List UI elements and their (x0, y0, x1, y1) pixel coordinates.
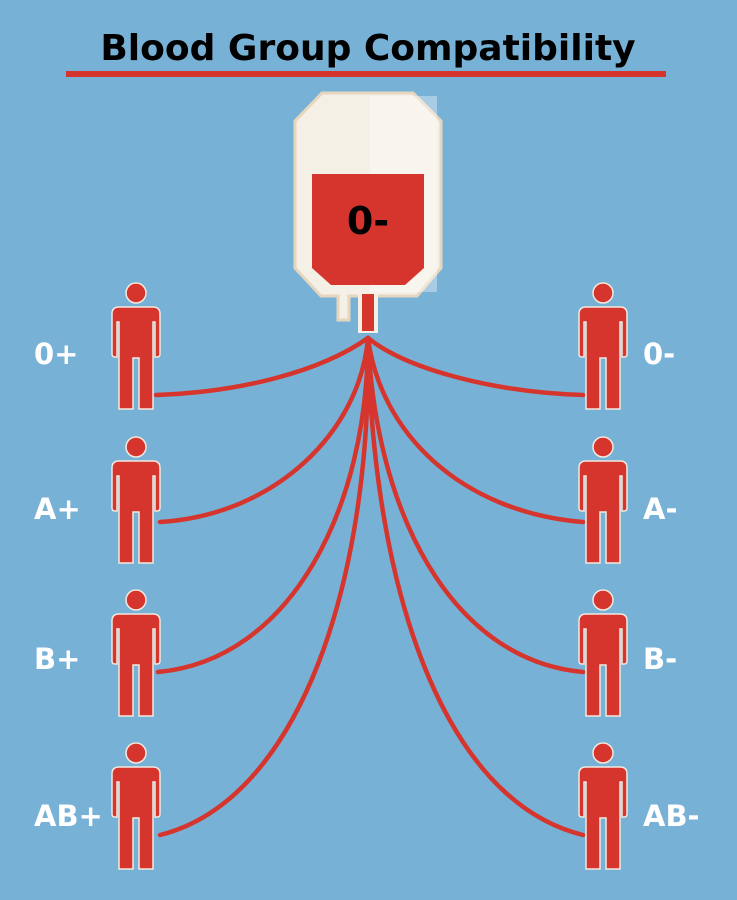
tube-to-b-minus (365, 335, 586, 675)
person-icon (578, 436, 628, 564)
person-icon (111, 282, 161, 410)
tube-to-0-plus (153, 335, 371, 398)
tube-to-b-plus (155, 335, 371, 675)
person-icon (578, 589, 628, 717)
tube-to-0-minus (365, 335, 586, 398)
recipient-label-b-minus: B- (643, 642, 677, 676)
tube-to-ab-minus (365, 335, 586, 838)
title-underline (66, 71, 666, 77)
recipient-label-0-plus: 0+ (34, 337, 78, 371)
person-icon (578, 742, 628, 870)
blood-bag-fill (312, 174, 424, 285)
transfusion-tubes (153, 335, 586, 838)
person-icon (578, 282, 628, 410)
recipient-label-ab-minus: AB- (643, 799, 700, 833)
recipient-b-minus: B- (578, 589, 677, 717)
tube-to-a-minus (365, 335, 586, 525)
tube-to-a-plus (157, 335, 371, 525)
recipient-0-minus: 0- (578, 282, 675, 410)
donor-group-label: 0- (347, 199, 389, 243)
recipient-label-ab-plus: AB+ (34, 799, 103, 833)
blood-bag-icon: 0- (293, 91, 443, 333)
recipient-ab-plus: AB+ (34, 742, 161, 870)
recipient-a-plus: A+ (34, 436, 161, 564)
recipient-ab-minus: AB- (578, 742, 700, 870)
blood-bag-outlet-core (362, 294, 374, 331)
person-icon (111, 436, 161, 564)
recipient-a-minus: A- (578, 436, 677, 564)
recipient-label-b-plus: B+ (34, 642, 80, 676)
recipient-0-plus: 0+ (34, 282, 161, 410)
tube-to-ab-plus (157, 335, 371, 838)
recipient-label-a-plus: A+ (34, 492, 81, 526)
recipient-label-0-minus: 0- (643, 337, 675, 371)
person-icon (111, 742, 161, 870)
recipient-b-plus: B+ (34, 589, 161, 717)
person-icon (111, 589, 161, 717)
page-title: Blood Group Compatibility (100, 28, 635, 69)
recipient-label-a-minus: A- (643, 492, 677, 526)
